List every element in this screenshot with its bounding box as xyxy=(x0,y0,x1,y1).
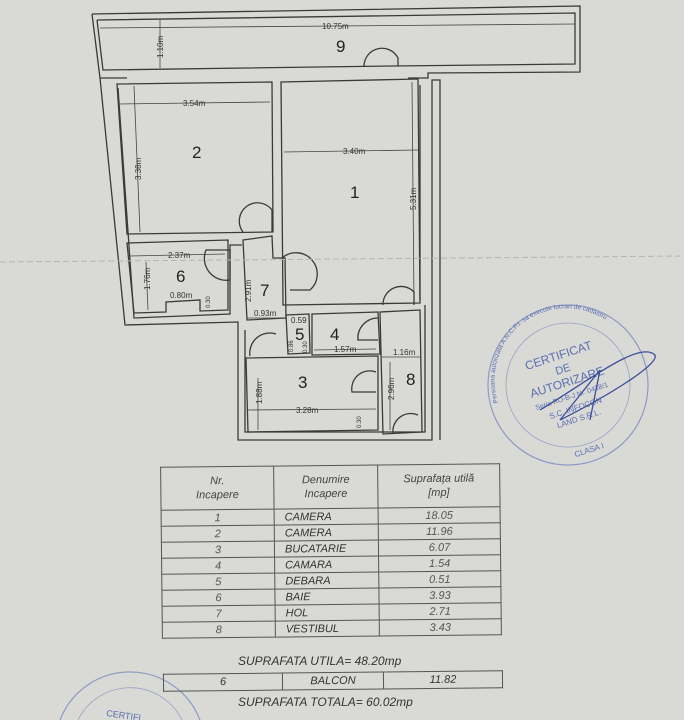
cell-name: HOL xyxy=(275,603,380,622)
dim-r6-niche: 0.80m xyxy=(170,291,193,300)
dim-r3-width: 3.28m xyxy=(296,406,319,415)
stamp-class: CLASA I xyxy=(573,441,605,459)
cell-area: 0.51 xyxy=(378,570,501,589)
cell-name: BAIE xyxy=(274,588,380,606)
exterior-walls xyxy=(99,77,441,441)
balcony-nr: 6 xyxy=(163,673,283,692)
dim-r7-width: 0.93m xyxy=(254,309,277,318)
dim-r4-width: 1.57m xyxy=(334,345,357,354)
room-2-camera: 3.54m 3.38m 2 xyxy=(116,81,274,235)
cell-nr: 4 xyxy=(161,557,275,575)
room-label-4: 4 xyxy=(330,325,339,344)
partial-stamp-text: CERTIFI xyxy=(106,708,142,720)
dim-r6-height: 1.76m xyxy=(143,267,152,290)
dim-r6-niche-depth: 0.30 xyxy=(206,296,212,308)
signature xyxy=(539,351,656,421)
room-label-7: 7 xyxy=(260,281,269,300)
cell-area: 6.07 xyxy=(378,538,501,557)
cell-area: 3.43 xyxy=(379,618,502,636)
dim-r8-height: 2.96m xyxy=(387,377,396,400)
grand-total: SUPRAFATA TOTALA= 60.02mp xyxy=(238,695,413,709)
dim-r2-width: 3.54m xyxy=(183,99,206,108)
dim-balcony-width: 1.10m xyxy=(156,35,165,58)
room-label-6: 6 xyxy=(176,267,185,286)
header-nr: Nr. Incapere xyxy=(160,466,275,511)
dim-r7-height: 2.91m xyxy=(244,279,253,302)
room-label-9: 9 xyxy=(336,37,345,56)
cell-name: VESTIBUL xyxy=(275,619,380,638)
rooms-table: Nr. Incapere Denumire Incapere Suprafața… xyxy=(160,463,502,639)
authorization-stamp: CERTIFICAT DE AUTORIZARE Seria RO-B-J Nr… xyxy=(469,288,649,466)
room-8-vestibul: 1.16m 2.96m 8 xyxy=(379,309,423,435)
cell-nr: 6 xyxy=(161,589,276,607)
dim-r5-width: 0.59 xyxy=(291,316,307,325)
balcony-name: BALCON xyxy=(282,671,384,691)
room-label-2: 2 xyxy=(192,143,201,162)
room-label-5: 5 xyxy=(295,325,304,344)
cell-area: 18.05 xyxy=(378,506,501,525)
cell-area: 11.96 xyxy=(378,522,501,541)
cell-nr: 2 xyxy=(161,525,275,543)
cell-nr: 8 xyxy=(162,621,276,639)
cell-name: CAMARA xyxy=(274,556,379,574)
table-header: Nr. Incapere Denumire Incapere Suprafața… xyxy=(160,463,501,511)
cell-name: CAMERA xyxy=(274,524,379,542)
room-4-camara: 1.57m 4 xyxy=(311,311,381,356)
room-label-3: 3 xyxy=(298,373,307,392)
cell-area: 1.54 xyxy=(378,554,501,573)
cell-area: 2.71 xyxy=(379,602,502,620)
dim-r3-height: 1.88m xyxy=(255,381,264,404)
room-label-1: 1 xyxy=(350,183,359,202)
cell-nr: 5 xyxy=(161,573,275,591)
dim-r1-height: 5.31m xyxy=(409,187,418,210)
cell-nr: 7 xyxy=(162,605,276,623)
balcony-row: 6 BALCON 11.82 xyxy=(163,670,503,692)
cell-nr: 3 xyxy=(161,541,275,559)
cell-name: DEBARA xyxy=(274,572,379,590)
room-9-balcony: 10.75m 1.10m 9 xyxy=(91,5,581,79)
room-5-debara: 0.59 0.86 0.30 5 xyxy=(285,313,311,355)
cell-area: 3.93 xyxy=(378,586,502,604)
dim-r6-width: 2.37m xyxy=(168,251,191,260)
useful-area-total: SUPRAFATA UTILA= 48.20mp xyxy=(238,654,402,668)
dim-r5-small: 0.30 xyxy=(303,341,309,353)
stamp-line2: DE xyxy=(554,362,572,378)
header-name: Denumire Incapere xyxy=(273,465,379,510)
room-7-hol: 0.93m 2.91m 7 xyxy=(238,202,318,321)
room-1-camera: 3.40m 5.31m 1 xyxy=(280,78,421,306)
room-6-baie: 2.37m 1.76m 0.80m 0.30 6 xyxy=(126,239,231,314)
partial-stamp: CERTIFI xyxy=(59,671,201,720)
cell-nr: 1 xyxy=(161,509,275,527)
fold-line xyxy=(0,255,684,263)
header-area: Suprafața utilă [mp] xyxy=(377,463,501,509)
dim-r2-height: 3.38m xyxy=(134,157,143,180)
room-3-bucatarie: 1.88m 3.28m 0.30 3 xyxy=(245,332,379,433)
room-label-8: 8 xyxy=(406,370,415,389)
cell-name: BUCATARIE xyxy=(274,540,379,558)
dim-r3-small: 0.30 xyxy=(357,416,363,428)
cell-name: CAMERA xyxy=(274,508,379,526)
dim-r5-height: 0.86 xyxy=(289,340,295,352)
dim-r8-width: 1.16m xyxy=(393,348,416,357)
balcony-area: 11.82 xyxy=(383,670,503,689)
dim-balcony-length: 10.75m xyxy=(322,22,349,31)
dim-r1-width: 3.40m xyxy=(343,147,366,156)
door-arc-balcony xyxy=(363,47,399,67)
